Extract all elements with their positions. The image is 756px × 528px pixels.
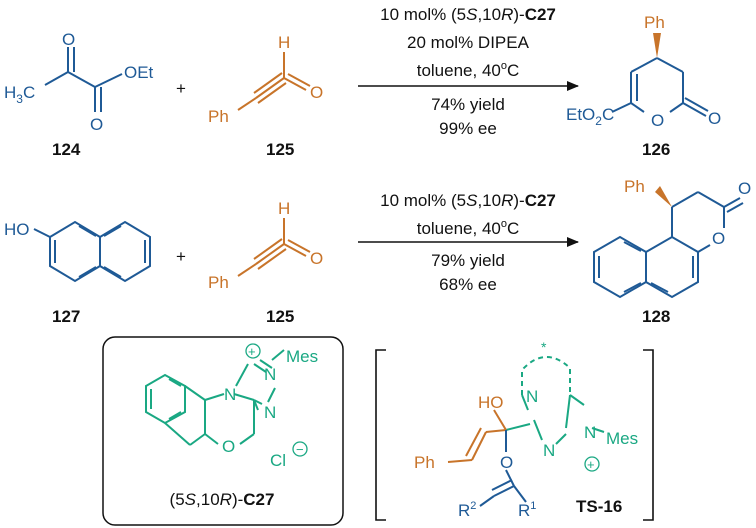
compound-label-124: 124 <box>52 140 81 159</box>
catalyst-frame <box>102 336 344 526</box>
catalyst-c27-structure <box>145 349 285 446</box>
catalyst-n3: N <box>264 403 276 422</box>
compound-label-125-a: 125 <box>266 140 294 159</box>
ts-r1-substituent: R1 <box>518 500 536 520</box>
catalyst-n2: N <box>264 365 276 384</box>
compound-label-128: 128 <box>642 307 670 326</box>
ts-cationic-charge: + <box>587 457 595 472</box>
transition-state-panel: * N N N Mes + HO Ph O R2 R1 TS-16 <box>375 339 654 521</box>
ring-oxygen: O <box>651 111 664 130</box>
ts-r2-substituent: R2 <box>458 500 476 520</box>
phenyl-wedge-bond-2 <box>655 186 672 207</box>
phenyl-label: Ph <box>208 107 229 126</box>
phenylpropynal-structure-2 <box>237 218 311 277</box>
lactone-carbonyl-oxygen-2: O <box>738 179 751 198</box>
phenyl-label-2: Ph <box>208 273 229 292</box>
ester-group: EtO2C <box>566 105 614 128</box>
reaction-2: HO 127 + H O Ph 125 10 mol% (5S,10R)-C27… <box>4 177 751 326</box>
catalyst-panel: N N N O Mes + Cl − (5S,10R)-C27 <box>102 336 344 526</box>
reaction-1: O O OEt H3C 124 + H O Ph 125 10 mol% (5S… <box>4 5 721 159</box>
catalyst-label: (5S,10R)-C27 <box>170 490 275 509</box>
phenyl-label-product-2: Ph <box>624 177 645 196</box>
condition-catalyst-1: 10 mol% (5S,10R)-C27 <box>380 5 556 24</box>
phenyl-label-product-1: Ph <box>644 13 665 32</box>
hydroxyl-group: HO <box>4 220 30 239</box>
ts-brackets <box>375 349 654 521</box>
ts-16-structure <box>447 356 605 507</box>
atom-oxygen-ketone: O <box>62 30 75 49</box>
phenyl-wedge-bond <box>653 33 661 58</box>
condition-solvent-temp-1: toluene, 40oC <box>417 60 520 80</box>
atom-oxygen-ester-carbonyl: O <box>90 115 103 134</box>
ts-star: * <box>541 339 547 355</box>
mesityl-label-catalyst: Mes <box>286 347 318 366</box>
ee-2: 68% ee <box>439 275 497 294</box>
anionic-charge-circle <box>292 441 308 457</box>
naphthol-structure <box>33 220 151 283</box>
ts-cationic-charge-circle <box>584 456 600 472</box>
ethyl-pyruvate-structure <box>44 47 123 112</box>
phenylpropynal-structure-1 <box>237 52 311 111</box>
compound-label-126: 126 <box>642 140 670 159</box>
catalyst-n1: N <box>224 385 236 404</box>
plus-sign-2: + <box>176 247 186 266</box>
mesityl-label-ts: Mes <box>606 429 638 448</box>
aldehyde-oxygen-2: O <box>310 249 323 268</box>
compound-label-127: 127 <box>52 307 80 326</box>
ethoxy-group: OEt <box>124 63 154 82</box>
ts-n1: N <box>526 387 538 406</box>
yield-2: 79% yield <box>431 251 505 270</box>
aldehyde-hydrogen: H <box>278 33 290 52</box>
lactone-carbonyl-oxygen: O <box>708 109 721 128</box>
methyl-group: H3C <box>4 83 35 106</box>
condition-catalyst-2: 10 mol% (5S,10R)-C27 <box>380 191 556 210</box>
anionic-charge: − <box>296 442 304 457</box>
compound-label-125-b: 125 <box>266 307 294 326</box>
lactone-ring-oxygen: O <box>712 229 725 248</box>
ee-1: 99% ee <box>439 119 497 138</box>
cationic-charge: + <box>248 344 256 359</box>
ts-hydroxyl: HO <box>478 393 504 412</box>
ts-label: TS-16 <box>576 497 622 516</box>
catalyst-oxygen: O <box>222 437 235 456</box>
dihydropyranone-structure <box>611 57 709 117</box>
aldehyde-oxygen: O <box>310 83 323 102</box>
ts-ether-oxygen: O <box>500 453 513 472</box>
condition-solvent-temp-2: toluene, 40oC <box>417 218 520 238</box>
ts-n2: N <box>584 423 596 442</box>
dihydrocoumarin-structure <box>593 191 744 299</box>
yield-1: 74% yield <box>431 95 505 114</box>
aldehyde-hydrogen-2: H <box>278 199 290 218</box>
plus-sign-1: + <box>176 79 186 98</box>
cationic-charge-circle <box>245 343 261 359</box>
chloride-counterion: Cl <box>270 451 286 470</box>
condition-base: 20 mol% DIPEA <box>407 33 530 52</box>
ts-phenyl: Ph <box>414 453 435 472</box>
ts-n3: N <box>543 441 555 460</box>
